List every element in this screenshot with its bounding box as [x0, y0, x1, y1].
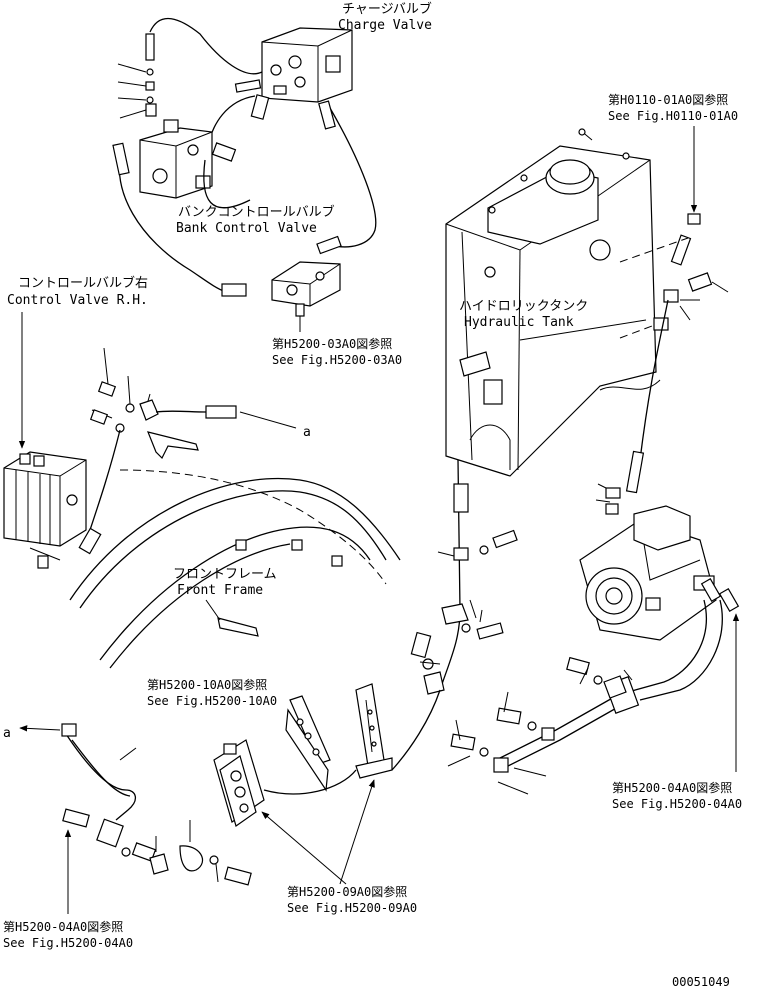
hose: [118, 149, 227, 293]
hose-fitting: [250, 94, 270, 120]
ref-h5200-04a0-left-jp: 第H5200-04A0図参照: [3, 919, 123, 934]
hose-fitting: [221, 283, 247, 297]
hose: [155, 410, 207, 413]
bank-control-valve-label-jp: バンクコントロールバルブ: [178, 204, 335, 220]
bulkhead-plate: [213, 739, 265, 827]
front-frame-label-jp: フロントフレーム: [173, 567, 277, 582]
leader-arrow: [339, 779, 375, 885]
charge-valve-label-en: Charge Valve: [338, 18, 432, 33]
ref-h0110-01a0-en: See Fig.H0110-01A0: [608, 109, 738, 123]
leader: [119, 747, 137, 761]
hose-fitting: [316, 235, 342, 255]
pipe: [65, 733, 136, 821]
drawing-number: 00051049: [672, 975, 730, 989]
hose: [329, 107, 377, 248]
clamp-set-mid: [410, 529, 518, 695]
fittings-group: [117, 63, 157, 119]
bolt-set-lower-left: [62, 808, 252, 886]
pipe: [391, 689, 441, 771]
relief-block: [271, 261, 341, 317]
leader-arrow: [19, 725, 61, 732]
hose-fitting: [112, 142, 130, 176]
ref-h5200-10a0-jp: 第H5200-10A0図参照: [147, 677, 267, 692]
bank-control-valve: [139, 119, 237, 199]
leader-arrow: [261, 811, 347, 885]
pipe: [71, 739, 131, 797]
front-frame: [69, 469, 401, 669]
charge-valve-label-jp: チャージバルブ: [342, 1, 432, 17]
hose-fitting: [318, 100, 336, 130]
ref-h5200-04a0-right-en: See Fig.H5200-04A0: [612, 797, 742, 811]
pipe-clamps-right: [447, 656, 640, 795]
fitting: [37, 555, 49, 569]
charge-valve: [261, 27, 353, 103]
hose: [627, 599, 707, 693]
bracket: [147, 431, 199, 460]
hose-fitting: [625, 450, 645, 494]
hydraulic-pump: [579, 505, 717, 641]
ref-h5200-10a0-en: See Fig.H5200-10A0: [147, 694, 277, 708]
front-frame-label-en: Front Frame: [177, 583, 263, 598]
hose-fitting: [78, 527, 102, 555]
hose: [639, 299, 669, 461]
bolt-set-upper: [89, 347, 159, 433]
leader: [205, 599, 221, 621]
control-valve-rh-label-jp: コントロールバルブ右: [18, 275, 148, 291]
hose: [639, 599, 723, 701]
control-valve-rh-label-en: Control Valve R.H.: [7, 293, 148, 308]
ref-h5200-04a0-left-en: See Fig.H5200-04A0: [3, 936, 133, 950]
hose: [89, 429, 121, 531]
hose-fitting: [205, 405, 237, 419]
hose-fitting: [234, 79, 262, 93]
hose-fitting: [145, 33, 155, 61]
ref-h5200-09a0-jp: 第H5200-09A0図参照: [287, 884, 407, 899]
tank-side-fittings: [619, 213, 729, 339]
ref-h5200-03a0-jp: 第H5200-03A0図参照: [272, 336, 392, 351]
bulkhead-h5200-10a0: [285, 695, 331, 792]
pipe-fitting: [453, 483, 469, 513]
hydraulic-tank: [445, 128, 661, 477]
bank-control-valve-label-en: Bank Control Valve: [176, 221, 317, 236]
pump-fittings: [595, 483, 740, 612]
hose: [149, 17, 263, 75]
ref-h5200-03a0-en: See Fig.H5200-03A0: [272, 353, 402, 367]
control-valve-rh: [3, 451, 87, 547]
bracket-plate-h5200-09a0: [355, 683, 393, 779]
hose: [263, 769, 357, 795]
ref-h5200-09a0-en: See Fig.H5200-09A0: [287, 901, 417, 915]
leader: [239, 411, 297, 429]
hydraulic-tank-label-en: Hydraulic Tank: [464, 315, 574, 330]
connector-a-right: a: [303, 425, 311, 440]
pipe-fitting: [61, 723, 77, 737]
ref-h0110-01a0-jp: 第H0110-01A0図参照: [608, 92, 728, 107]
hydraulic-tank-label-jp: ハイドロリックタンク: [459, 299, 588, 314]
hose: [203, 159, 251, 209]
ref-h5200-04a0-right-jp: 第H5200-04A0図参照: [612, 780, 732, 795]
connector-a-left: a: [3, 726, 11, 741]
leader: [29, 547, 61, 561]
